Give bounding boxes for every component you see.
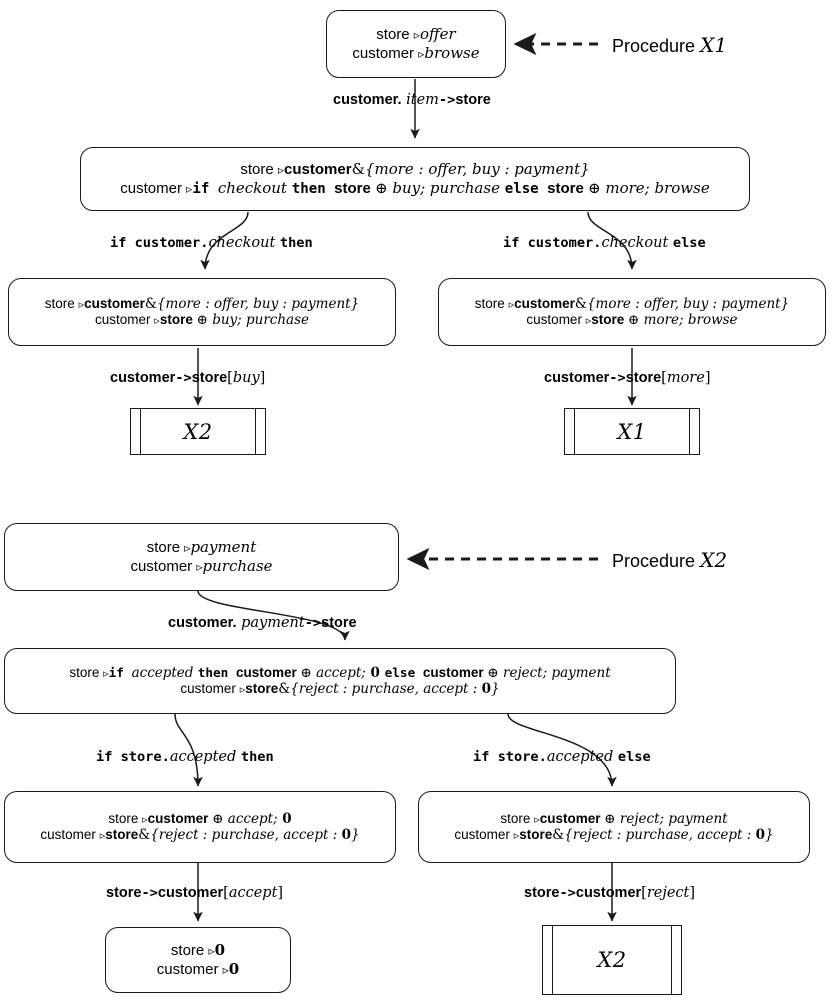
node-x1-then[interactable]: store ▹customer&{more : offer, buy : pay… bbox=[8, 278, 396, 346]
node-x2-end[interactable]: store ▹0 customer ▹0 bbox=[105, 927, 291, 993]
callbox-label: X2 bbox=[597, 948, 627, 972]
annotation-procedure-id: X2 bbox=[700, 548, 728, 572]
node-x2-else[interactable]: store ▹customer ⊕ reject; payment custom… bbox=[418, 791, 810, 863]
node-line: store ▹customer&{more : offer, buy : pay… bbox=[240, 159, 590, 178]
callbox-x1-x1[interactable]: X1 bbox=[564, 408, 700, 455]
edge-label-x2-customer-accept: store->customer[accept] bbox=[106, 885, 284, 901]
annotation-prefix: Procedure bbox=[612, 551, 696, 571]
edge-label-x1-store-buy: customer->store[buy] bbox=[110, 370, 266, 386]
node-x1-choice[interactable]: store ▹customer&{more : offer, buy : pay… bbox=[80, 147, 750, 211]
node-line: store ▹offer bbox=[376, 24, 456, 43]
annotation-procedure-id: X1 bbox=[700, 33, 728, 57]
node-x1-root[interactable]: store ▹offer customer ▹browse bbox=[326, 10, 506, 78]
annotation-prefix: Procedure bbox=[612, 36, 696, 56]
edge-label-x1-item: customer. item->store bbox=[333, 92, 491, 108]
node-line: customer ▹purchase bbox=[130, 557, 273, 575]
edge-label-x2-payment: customer. payment->store bbox=[168, 615, 357, 631]
node-line: store ▹payment bbox=[146, 537, 257, 556]
node-x2-choice[interactable]: store ▹if accepted then customer ⊕ accep… bbox=[4, 648, 676, 714]
edge-label-x2-accepted-else: if store.accepted else bbox=[473, 749, 651, 765]
annotation-procedure-x1: Procedure X1 bbox=[612, 35, 727, 55]
node-x2-then[interactable]: store ▹customer ⊕ accept; 0 customer ▹st… bbox=[4, 791, 396, 863]
node-x1-else[interactable]: store ▹customer&{more : offer, buy : pay… bbox=[438, 278, 826, 346]
node-line: customer ▹store&{reject : purchase, acce… bbox=[40, 827, 360, 843]
node-line: store ▹customer ⊕ accept; 0 bbox=[108, 810, 292, 827]
node-line: customer ▹0 bbox=[156, 960, 240, 978]
node-line: customer ▹store&{reject : purchase, acce… bbox=[180, 681, 500, 697]
edge-label-x2-accepted-then: if store.accepted then bbox=[96, 749, 274, 765]
callbox-x1-x2[interactable]: X2 bbox=[130, 408, 266, 455]
annotation-procedure-x2: Procedure X2 bbox=[612, 550, 727, 570]
node-line: customer ▹store ⊕ buy; purchase bbox=[94, 312, 310, 328]
node-x2-root[interactable]: store ▹payment customer ▹purchase bbox=[4, 523, 399, 591]
edge-label-x1-store-more: customer->store[more] bbox=[544, 370, 711, 386]
node-line: customer ▹if checkout then store ⊕ buy; … bbox=[120, 179, 710, 197]
edge-label-x1-checkout-then: if customer.checkout then bbox=[110, 235, 313, 251]
callbox-x2-x2[interactable]: X2 bbox=[542, 925, 682, 995]
node-line: store ▹customer&{more : offer, buy : pay… bbox=[474, 295, 790, 312]
node-line: store ▹customer ⊕ reject; payment bbox=[500, 810, 728, 827]
node-line: store ▹0 bbox=[170, 940, 226, 959]
node-line: store ▹if accepted then customer ⊕ accep… bbox=[69, 664, 611, 681]
node-line: store ▹customer&{more : offer, buy : pay… bbox=[44, 295, 360, 312]
node-line: customer ▹store ⊕ more; browse bbox=[526, 312, 738, 328]
edge-label-x1-checkout-else: if customer.checkout else bbox=[503, 235, 706, 251]
node-line: customer ▹browse bbox=[352, 44, 480, 62]
edge-label-x2-customer-reject: store->customer[reject] bbox=[524, 885, 696, 901]
node-line: customer ▹store&{reject : purchase, acce… bbox=[454, 827, 774, 843]
callbox-label: X1 bbox=[617, 419, 647, 444]
callbox-label: X2 bbox=[183, 419, 213, 444]
